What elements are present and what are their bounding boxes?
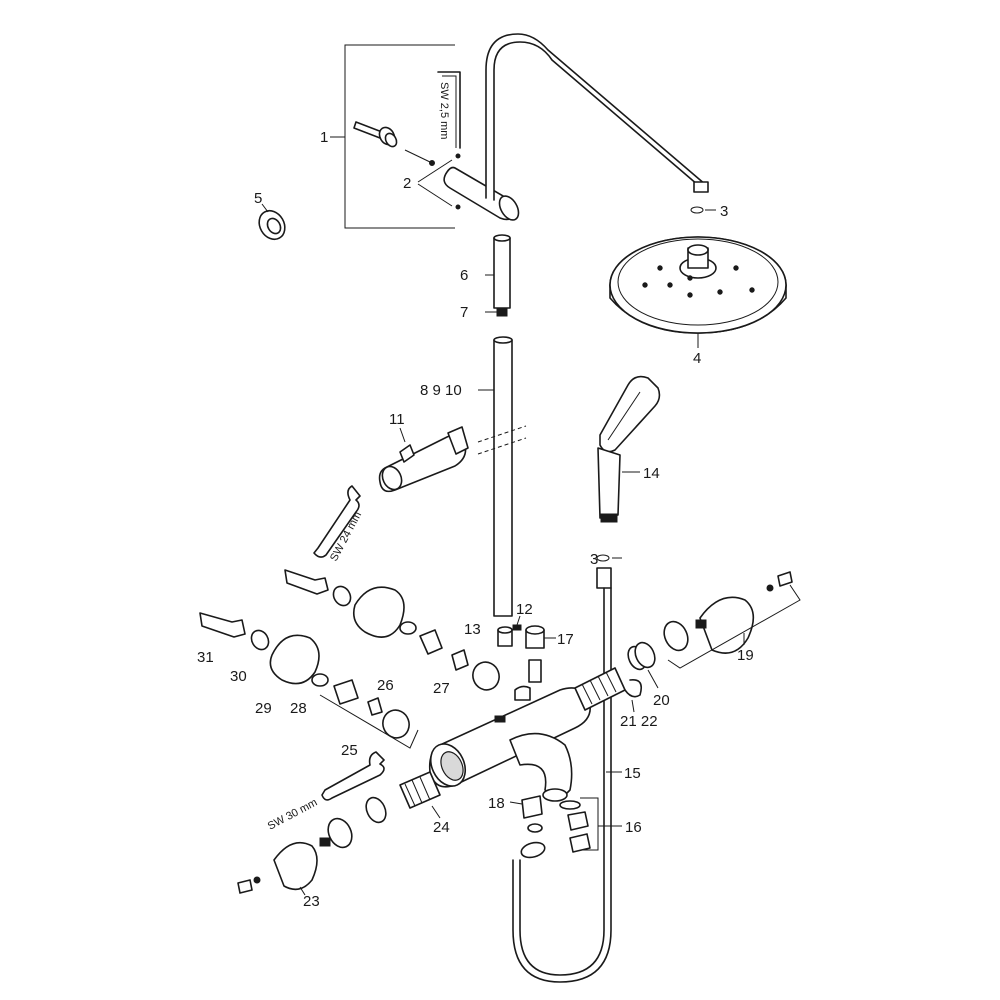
allen-key-label: SW 2,5 mm <box>438 82 450 139</box>
callout-2: 2 <box>403 175 411 192</box>
callout-labels: 1 2 3 4 5 6 7 8 9 10 11 12 13 14 15 16 1… <box>197 129 754 910</box>
wrench-sw30 <box>321 751 385 801</box>
washer-lower <box>596 554 610 562</box>
grub-screw-bottom <box>455 204 461 210</box>
callout-7: 7 <box>460 304 468 321</box>
part-15-hose <box>512 567 612 983</box>
callout-30: 30 <box>230 668 247 685</box>
callout-21-22: 21 22 <box>620 713 658 730</box>
part-18-diverter <box>521 795 543 833</box>
wall-bracket-frame <box>330 44 455 229</box>
shower-rail <box>477 336 527 617</box>
part-5-nut <box>258 209 286 241</box>
callout-26: 26 <box>377 677 394 694</box>
callout-6: 6 <box>460 267 468 284</box>
part-11-slider <box>378 426 469 493</box>
callout-17: 17 <box>557 631 574 648</box>
callout-4: 4 <box>693 350 701 367</box>
part-6-tube <box>493 234 511 317</box>
part-24-cartridge <box>365 771 441 824</box>
callout-18: 18 <box>488 795 505 812</box>
callout-27: 27 <box>433 680 450 697</box>
callout-13: 13 <box>464 621 481 638</box>
thermostat-body <box>428 685 592 802</box>
part-14-hand-shower <box>597 375 661 523</box>
wrench-sw24 <box>313 485 361 558</box>
callout-16: 16 <box>625 819 642 836</box>
callout-25: 25 <box>341 742 358 759</box>
callout-8-9-10: 8 9 10 <box>420 382 462 399</box>
callout-24: 24 <box>433 819 450 836</box>
grub-screw-top <box>455 153 461 159</box>
callout-15: 15 <box>624 765 641 782</box>
callout-3-top: 3 <box>720 203 728 220</box>
callout-3-lower: 3 <box>590 551 598 568</box>
part-16-aerator <box>559 800 591 853</box>
wall-connector-lower <box>199 612 410 739</box>
leader-2b <box>417 183 453 207</box>
callout-11: 11 <box>389 411 405 428</box>
part-19-handle <box>663 571 793 654</box>
part-20-ring <box>634 641 656 669</box>
callout-12: 12 <box>516 601 533 618</box>
shower-arm <box>443 33 709 221</box>
part-23-handle <box>237 817 353 894</box>
wall-connector-upper <box>284 569 500 691</box>
callout-1: 1 <box>320 129 328 146</box>
callout-28: 28 <box>290 700 307 717</box>
leader-2a <box>417 159 453 183</box>
callout-19: 19 <box>737 647 754 664</box>
callout-14: 14 <box>643 465 660 482</box>
overhead-shower-head <box>609 236 787 334</box>
rail-base-parts <box>497 624 545 683</box>
callout-20: 20 <box>653 692 670 709</box>
callout-23: 23 <box>303 893 320 910</box>
allen-key-sw25 <box>437 71 461 149</box>
wrench-30-label: SW 30 mm <box>266 797 320 833</box>
wall-anchor-set <box>353 121 435 166</box>
callout-31: 31 <box>197 649 214 666</box>
washer-top <box>690 206 704 214</box>
callout-29: 29 <box>255 700 272 717</box>
callout-5: 5 <box>254 190 262 207</box>
